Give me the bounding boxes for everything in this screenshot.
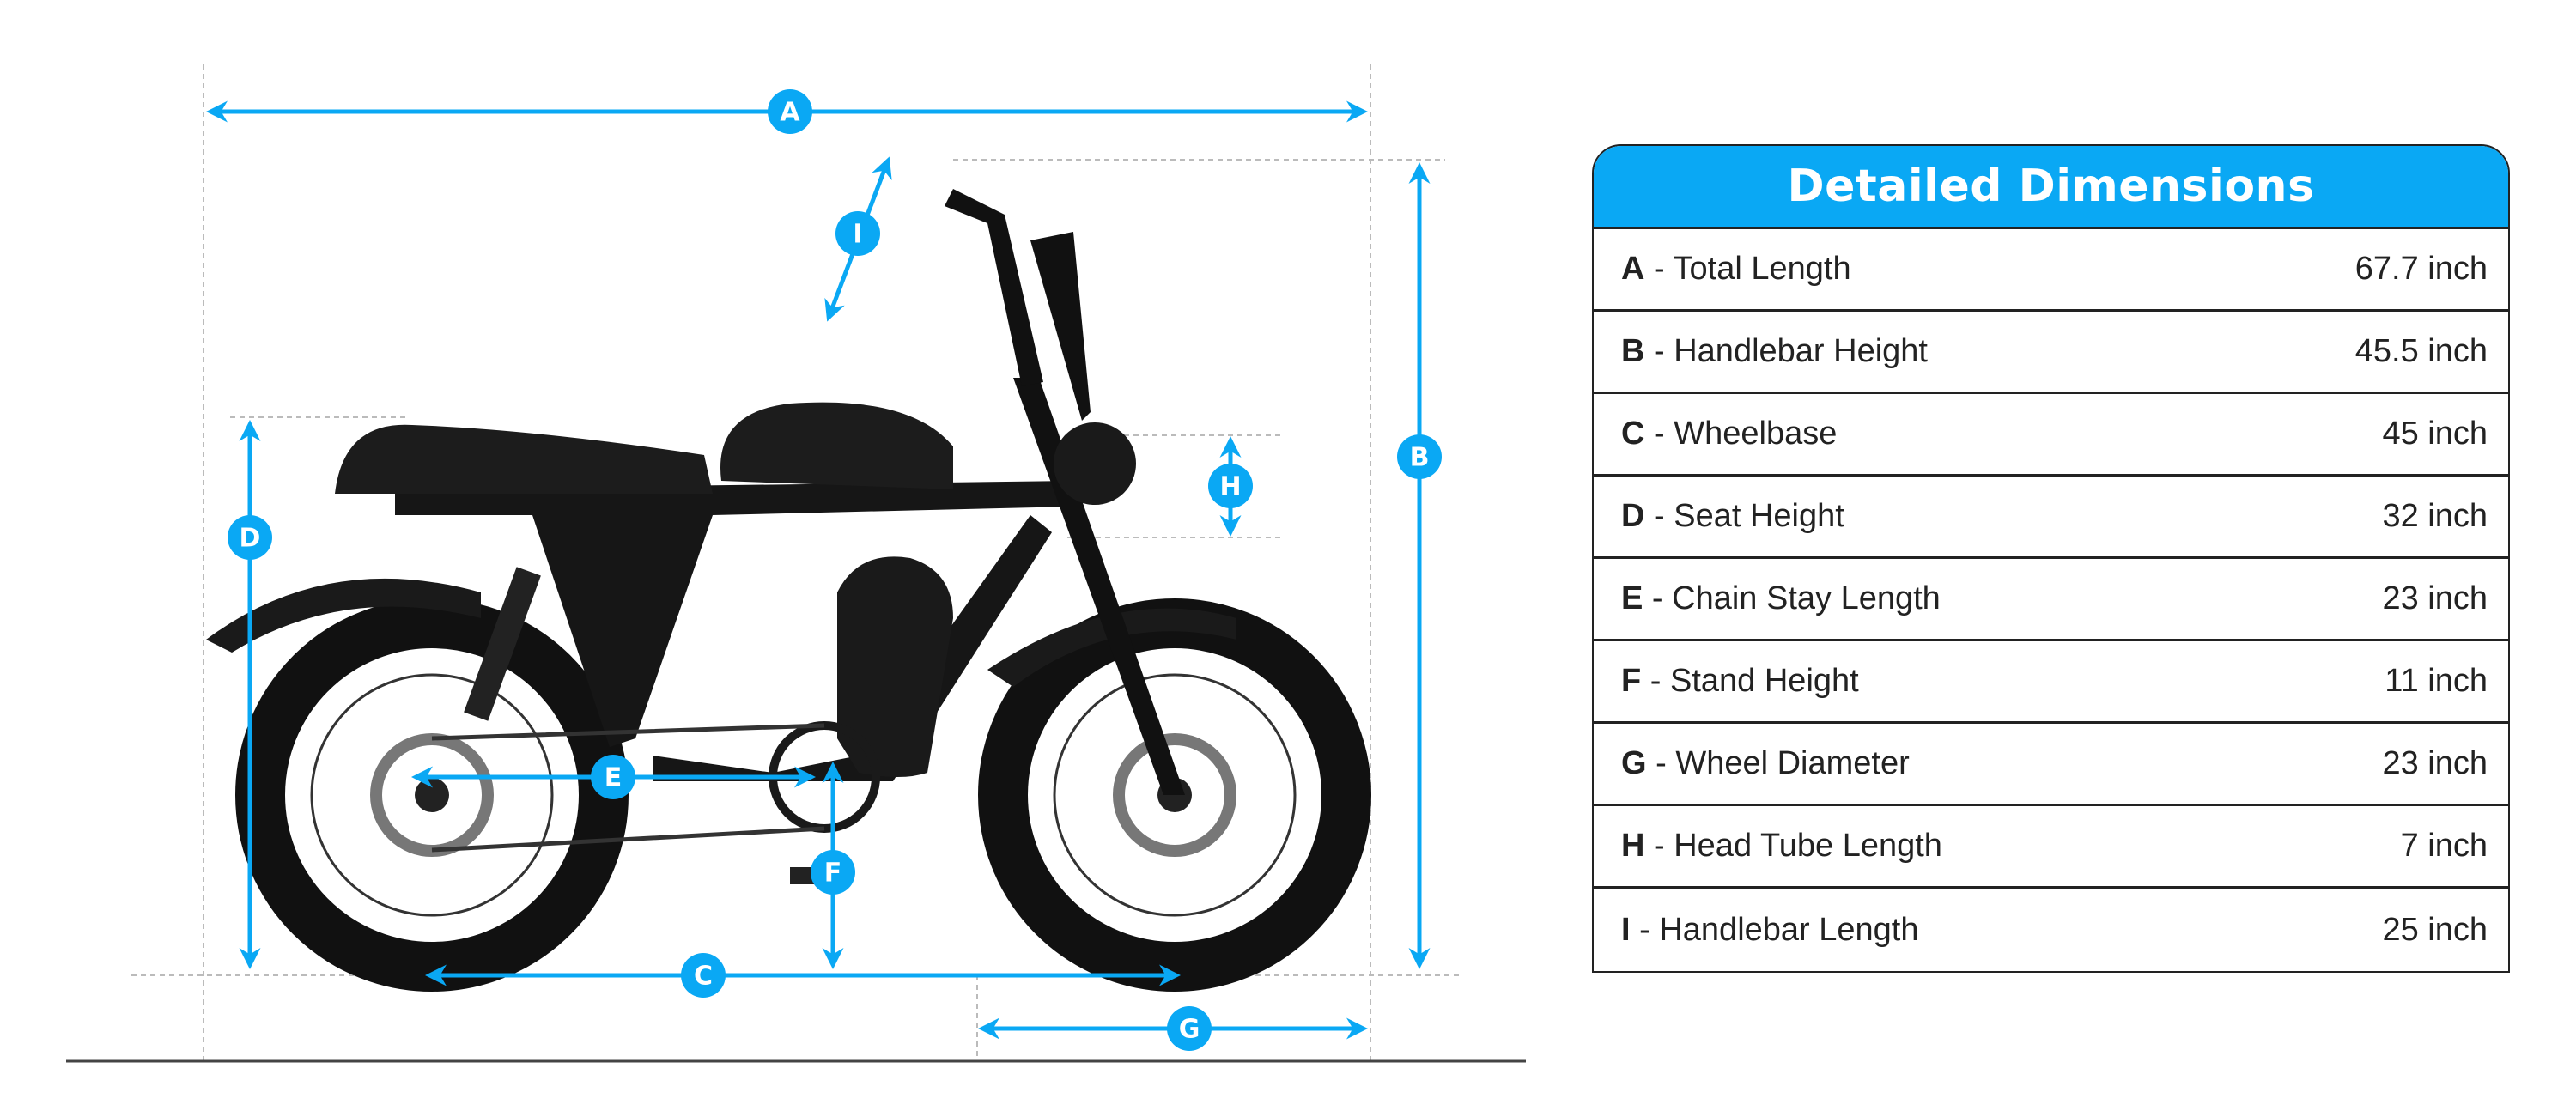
dimension-name: A - Total Length — [1621, 251, 1851, 288]
dimension-name: E - Chain Stay Length — [1621, 580, 1941, 617]
frame — [395, 481, 1073, 747]
dimension-value: 45 inch — [2382, 416, 2488, 452]
dimension-label: Handlebar Length — [1659, 911, 1919, 948]
front-fender — [987, 608, 1236, 687]
dimension-letter: C — [1621, 416, 1645, 452]
separator: - — [1646, 745, 1676, 781]
table-row: I - Handlebar Length 25 inch — [1594, 889, 2508, 971]
dimension-letter: H — [1621, 828, 1645, 864]
dimension-value: 45.5 inch — [2354, 333, 2488, 369]
label-d: D — [240, 524, 261, 554]
dimension-label: Stand Height — [1670, 663, 1859, 699]
separator: - — [1644, 498, 1674, 534]
dimension-label: Wheel Diameter — [1675, 745, 1910, 781]
label-i: I — [853, 220, 862, 250]
dimension-label: Head Tube Length — [1674, 828, 1942, 864]
dimension-letter: F — [1621, 663, 1642, 699]
table-row: F - Stand Height 11 inch — [1594, 641, 2508, 724]
ebike-illustration — [206, 189, 1371, 992]
dimension-letter: A — [1621, 251, 1645, 287]
dimension-label: Seat Height — [1674, 498, 1844, 534]
ebike-dimension-diagram: A B C D E F G H I — [66, 64, 1526, 1063]
dimension-letter: B — [1621, 333, 1645, 369]
table-title: Detailed Dimensions — [1594, 146, 2508, 229]
dimension-name: F - Stand Height — [1621, 663, 1859, 700]
seat — [335, 424, 713, 494]
dimension-name: H - Head Tube Length — [1621, 828, 1942, 865]
table-row: C - Wheelbase 45 inch — [1594, 394, 2508, 477]
dimension-letter: I — [1621, 911, 1631, 948]
handlebar — [945, 189, 1091, 421]
dimension-letter: D — [1621, 498, 1645, 534]
dimension-value: 11 inch — [2385, 663, 2488, 699]
dimension-value: 25 inch — [2382, 911, 2488, 948]
battery — [837, 556, 953, 777]
separator: - — [1644, 828, 1674, 864]
dimension-value: 7 inch — [2400, 828, 2488, 864]
label-h: H — [1219, 472, 1241, 502]
dimension-arrows — [206, 100, 1431, 1040]
dimension-name: D - Seat Height — [1621, 498, 1844, 535]
label-g: G — [1179, 1015, 1200, 1045]
chain — [431, 723, 825, 853]
table-row: A - Total Length 67.7 inch — [1594, 229, 2508, 312]
label-b: B — [1410, 443, 1430, 473]
dimension-label: Total Length — [1673, 251, 1851, 287]
tank — [720, 402, 953, 489]
separator: - — [1644, 416, 1674, 452]
table-row: G - Wheel Diameter 23 inch — [1594, 724, 2508, 806]
label-c: C — [694, 962, 713, 992]
dimension-letter: G — [1621, 745, 1647, 781]
separator: - — [1641, 663, 1670, 699]
separator: - — [1643, 580, 1673, 616]
dimension-letter: E — [1621, 580, 1643, 616]
dimension-name: G - Wheel Diameter — [1621, 745, 1910, 782]
dimension-label: Handlebar Height — [1674, 333, 1928, 369]
separator: - — [1644, 333, 1674, 369]
rear-fender — [206, 578, 481, 653]
dimension-name: B - Handlebar Height — [1621, 333, 1928, 370]
dimension-value: 32 inch — [2382, 498, 2488, 534]
separator: - — [1630, 911, 1660, 948]
dimension-value: 67.7 inch — [2354, 251, 2488, 287]
dimension-value: 23 inch — [2382, 580, 2488, 616]
rear-wheel — [235, 598, 629, 992]
rear-shock — [464, 567, 541, 721]
fork — [1013, 378, 1185, 795]
dimension-label: Wheelbase — [1674, 416, 1838, 452]
label-a: A — [780, 98, 800, 128]
dimension-value: 23 inch — [2382, 745, 2488, 781]
table-row: D - Seat Height 32 inch — [1594, 477, 2508, 559]
dimension-label: Chain Stay Length — [1672, 580, 1941, 616]
label-f: F — [824, 859, 842, 889]
label-e: E — [605, 763, 623, 793]
table-row: E - Chain Stay Length 23 inch — [1594, 559, 2508, 641]
table-row: B - Handlebar Height 45.5 inch — [1594, 312, 2508, 394]
dimension-labels: A B C D E F G H I — [228, 89, 1442, 1051]
separator: - — [1644, 251, 1674, 287]
dimension-name: I - Handlebar Length — [1621, 912, 1918, 949]
down-frame — [653, 515, 1052, 781]
table-row: H - Head Tube Length 7 inch — [1594, 806, 2508, 889]
headlight — [1054, 422, 1136, 505]
dimension-name: C - Wheelbase — [1621, 416, 1837, 452]
dimensions-table: Detailed Dimensions A - Total Length 67.7… — [1592, 144, 2510, 973]
